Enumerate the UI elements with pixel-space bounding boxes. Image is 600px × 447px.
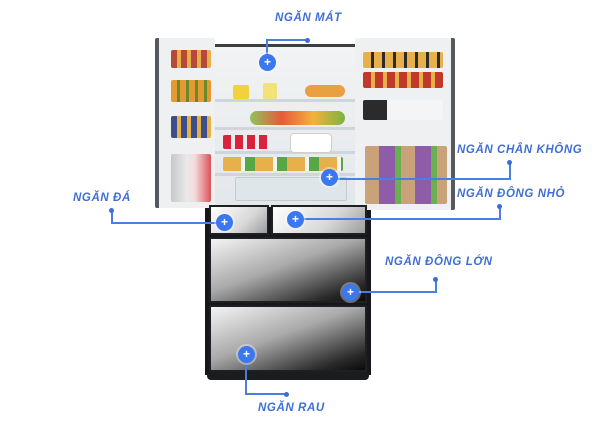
fridge-cabinet [205, 44, 365, 207]
fridge-right-door [355, 38, 455, 210]
hotspot-ngan-da[interactable]: + [216, 214, 233, 231]
food-item [290, 133, 332, 153]
connector-line [435, 279, 437, 293]
shelf [215, 127, 355, 130]
hotspot-ngan-rau[interactable]: + [238, 346, 255, 363]
small-freezer-drawer[interactable] [271, 205, 367, 235]
food-item [305, 85, 345, 97]
connector-line [509, 162, 511, 180]
food-item [250, 111, 345, 125]
connector-dot [433, 277, 438, 282]
connector-line [266, 39, 268, 59]
label-ngan-rau: NGĂN RAU [258, 402, 325, 414]
door-bin [365, 146, 447, 204]
label-ngan-dong-lon: NGĂN ĐÔNG LỚN [385, 256, 493, 268]
food-item [223, 157, 343, 171]
hotspot-ngan-chan-khong[interactable]: + [321, 169, 338, 186]
shelf [215, 151, 355, 154]
connector-line [266, 39, 307, 41]
label-ngan-mat: NGĂN MÁT [275, 12, 342, 24]
connector-line [357, 291, 437, 293]
shelf [215, 173, 355, 176]
door-bin [171, 50, 211, 68]
label-ngan-chan-khong: NGĂN CHÂN KHÔNG [457, 144, 583, 156]
door-bin [363, 52, 443, 68]
food-item [233, 85, 249, 99]
vegetable-drawer[interactable] [209, 305, 367, 372]
hotspot-ngan-mat[interactable]: + [259, 54, 276, 71]
food-item [263, 83, 277, 99]
connector-line [300, 218, 501, 220]
connector-dot [109, 208, 114, 213]
connector-line [245, 393, 286, 395]
connector-dot [284, 392, 289, 397]
connector-line [245, 358, 247, 395]
connector-dot [305, 38, 310, 43]
door-bin [171, 154, 211, 202]
large-freezer-drawer[interactable] [209, 237, 367, 303]
connector-line [111, 210, 113, 224]
connector-line [499, 206, 501, 220]
food-item [223, 135, 268, 149]
shelf [215, 99, 355, 102]
hotspot-ngan-dong-lon[interactable]: + [342, 284, 359, 301]
door-bin [171, 116, 211, 138]
door-bin [363, 100, 443, 120]
fridge-left-door [155, 38, 215, 208]
door-bin [363, 72, 443, 88]
hotspot-ngan-dong-nho[interactable]: + [287, 211, 304, 228]
label-ngan-da: NGĂN ĐÁ [73, 192, 131, 204]
label-ngan-dong-nho: NGĂN ĐÔNG NHỎ [457, 188, 566, 200]
connector-line [336, 178, 511, 180]
connector-dot [497, 204, 502, 209]
fridge-feet [207, 372, 369, 380]
door-bin [171, 80, 211, 102]
connector-dot [507, 160, 512, 165]
connector-line [111, 222, 221, 224]
